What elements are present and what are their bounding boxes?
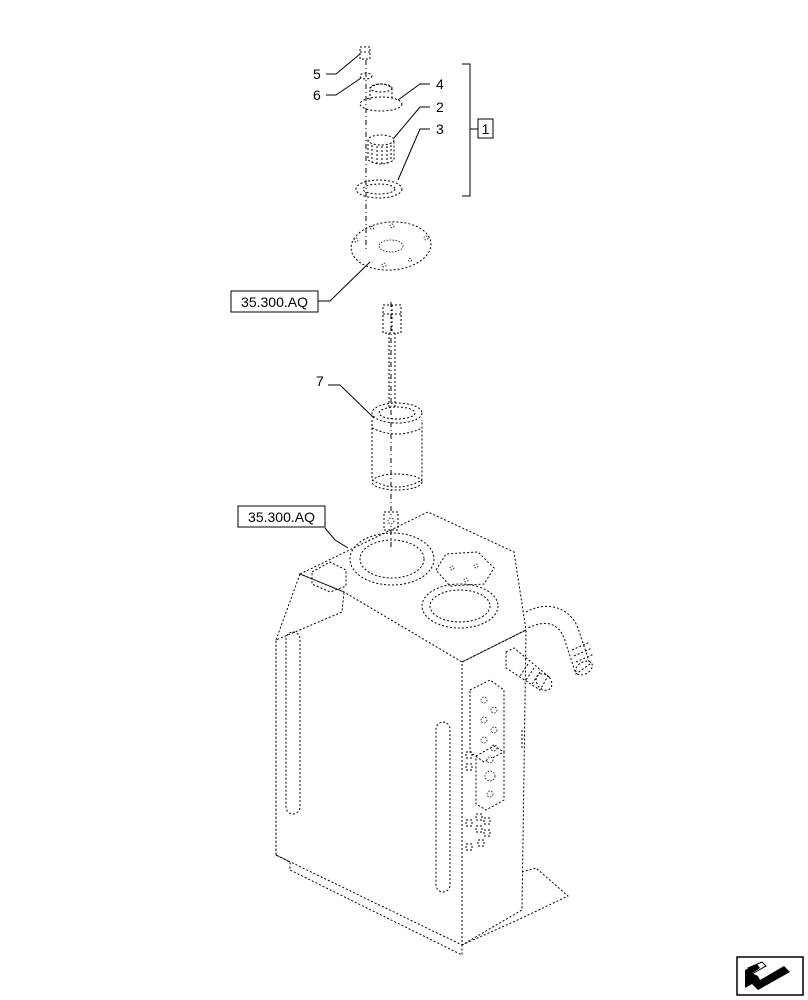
small-fittings: [465, 751, 491, 851]
reference-label-bottom: 35.300.AQ: [248, 509, 315, 525]
filter-element-part: [367, 134, 395, 165]
callout-2: 2: [436, 99, 444, 115]
callout-6: 6: [313, 87, 321, 103]
callout-box-1: 1: [477, 118, 494, 139]
callout-1: 1: [482, 121, 490, 137]
strainer-assembly: [371, 302, 423, 550]
cover-plate-part: [350, 221, 432, 271]
washer-part: [359, 72, 373, 80]
reference-label-top: 35.300.AQ: [241, 294, 308, 310]
pipe-elbow: [505, 605, 595, 691]
reference-box-top[interactable]: 35.300.AQ: [230, 261, 371, 313]
leader-7: [328, 384, 375, 419]
callout-3: 3: [436, 121, 444, 137]
reference-box-bottom[interactable]: 35.300.AQ: [237, 505, 349, 549]
gasket-part: [355, 179, 403, 199]
hydraulic-tank: [275, 511, 595, 956]
bolt-part: [359, 46, 371, 60]
port-block-lower: [475, 745, 505, 811]
arrow-icon[interactable]: [736, 956, 804, 996]
callout-4: 4: [436, 76, 444, 92]
filter-cap-part: [359, 83, 403, 112]
leaders-top: [326, 53, 478, 197]
filler-cap-assembly: [350, 46, 432, 271]
callout-5: 5: [313, 66, 321, 82]
callout-7: 7: [316, 373, 324, 389]
